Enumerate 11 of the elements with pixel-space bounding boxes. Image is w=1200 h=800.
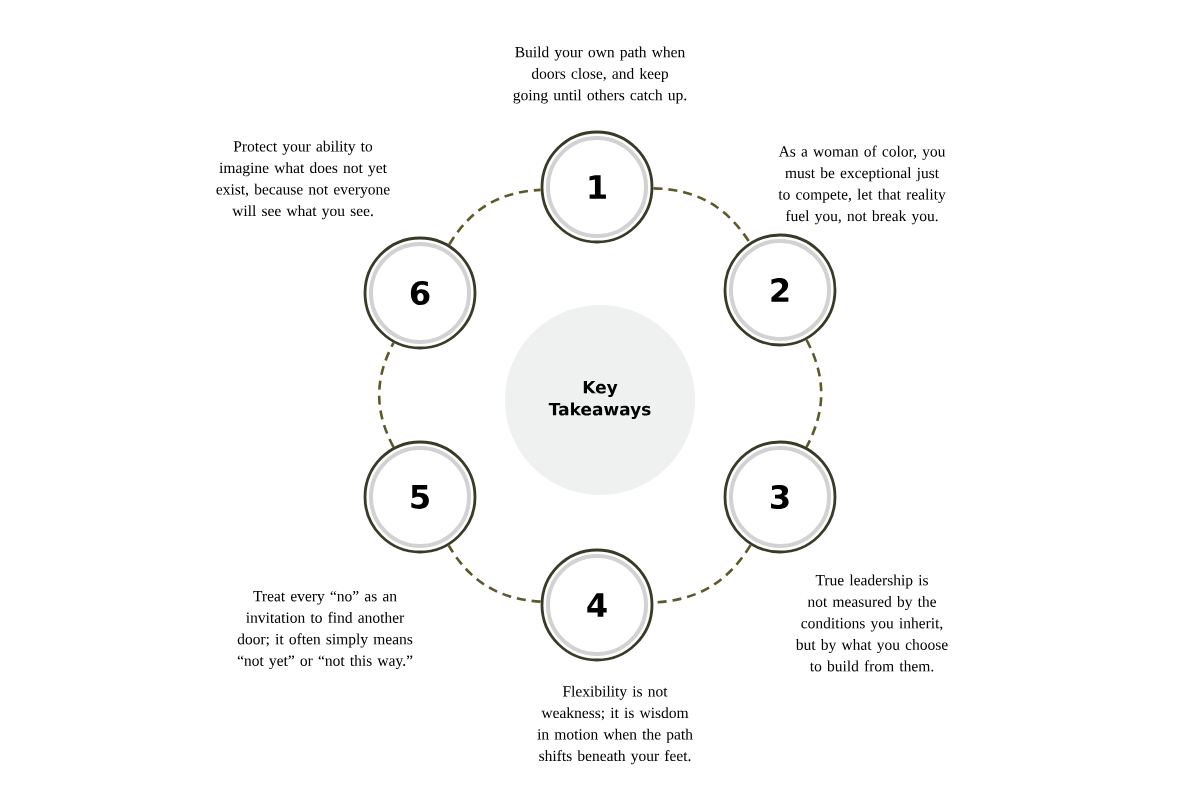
dashed-arc bbox=[447, 544, 541, 603]
dashed-arc bbox=[653, 187, 751, 244]
takeaway-text: Flexibility is not weakness; it is wisdom in motion when the path shifts beneath your feet. bbox=[537, 685, 693, 765]
takeaway-text: True leadership is not measured by the conditions you inherit, but by what you choose to build from them. bbox=[795, 574, 948, 672]
takeaway-text: Treat every “no” as an invitation to find another door; it often simply means “not yet” or “not this way.” bbox=[237, 590, 413, 670]
dashed-arc bbox=[805, 339, 823, 448]
takeaway-text: Build your own path when doors close, and keep going until others catch up. bbox=[513, 46, 687, 104]
dashed-arc bbox=[448, 188, 541, 246]
takeaway-text: As a woman of color, you must be exceptional just to compete, let that reality fuel you, not break you. bbox=[778, 145, 946, 225]
takeaway-text: Protect your ability to imagine what does not yet exist, because not everyone will see what you see. bbox=[216, 140, 390, 220]
dashed-arc bbox=[377, 342, 395, 448]
